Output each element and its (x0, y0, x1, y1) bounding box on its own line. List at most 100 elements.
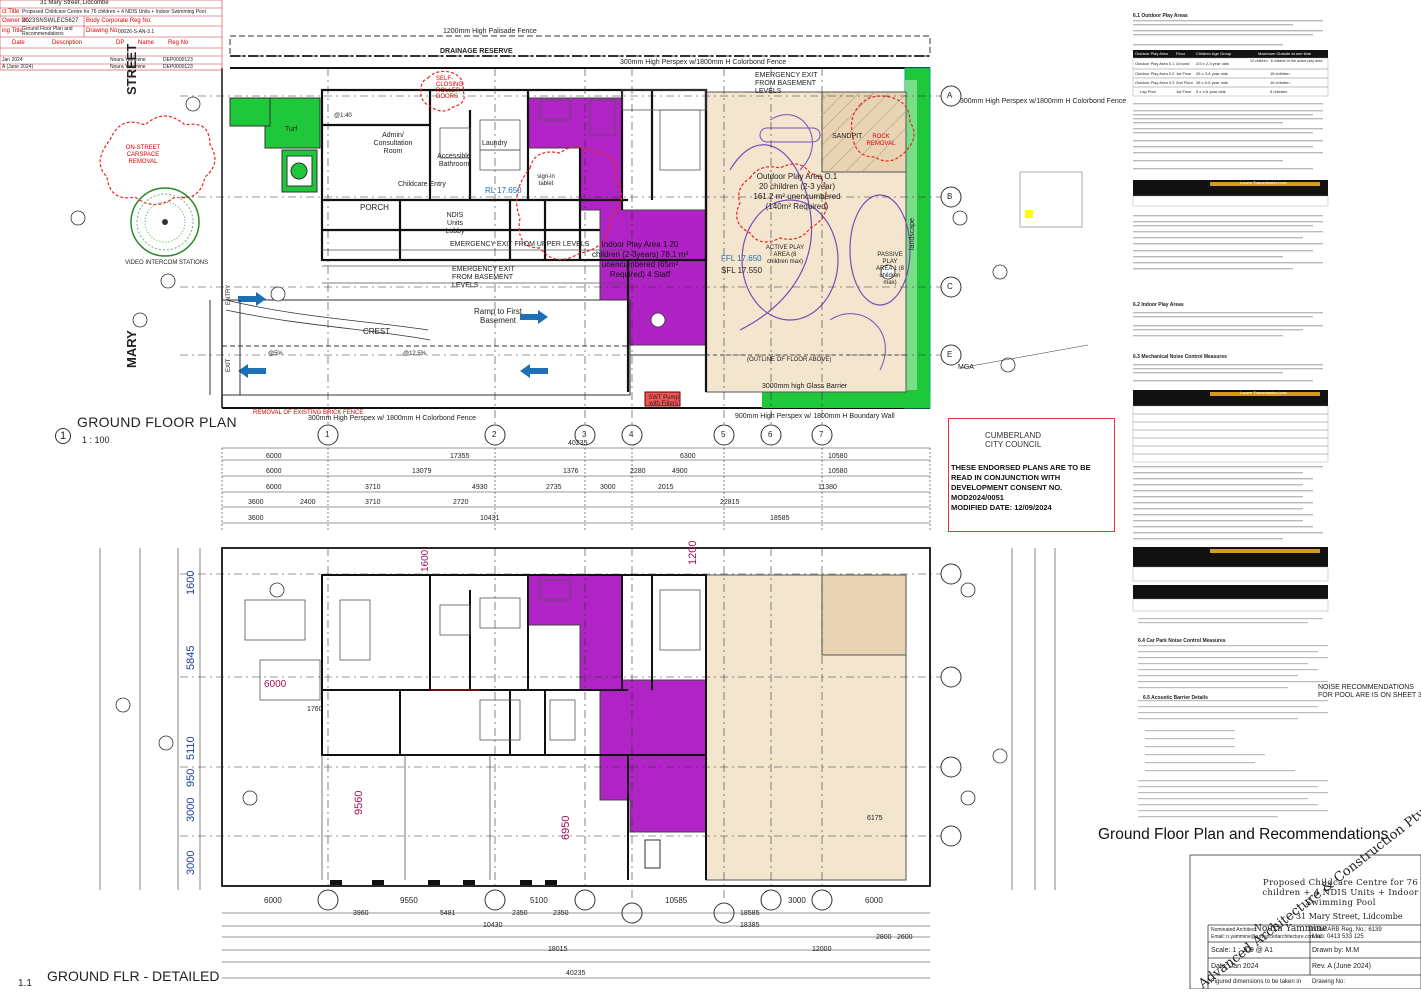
notes-heading-63: 6.3 Mechanical Noise Control Measures (1133, 354, 1227, 360)
dim-r3-14: 11380 (818, 484, 837, 491)
accessible-bathroom-label: Accessible Bathroom (437, 153, 471, 168)
grid-row-b: B (947, 192, 953, 201)
slope-label-1: @1:40 (334, 113, 352, 119)
detail-annotation-9560: 9560 (353, 790, 365, 815)
left-dim-4: 950 (185, 768, 197, 787)
plan-1-scale: 1 : 100 (82, 435, 110, 445)
left-dim-3: 5110 (185, 736, 197, 760)
indoor-play-label: Indoor Play Area 1 20 children (2-3years… (591, 240, 689, 279)
bottom-dim2-3: 5481 (440, 910, 456, 917)
bottom-dim3-3: 2800 (876, 934, 892, 941)
legend-label-2: Louvre Transmission Loss (1240, 390, 1287, 395)
rev-row-2-date: A (June 2024) (2, 64, 34, 70)
plan-1-title: GROUND FLOOR PLAN (77, 414, 237, 430)
left-dim-6: 3000 (185, 850, 197, 875)
grid-col-3: 3 (582, 430, 587, 439)
childcare-entry-label: Childcare Entry (398, 181, 446, 188)
table1-r3-c2: 2nd Floor (1176, 80, 1193, 85)
left-dim-1: 1600 (185, 570, 197, 595)
video-intercom-label: VIDEO INTERCOM STATIONS (125, 260, 209, 266)
figured-dimensions-note: Figured dimensions to be taken in (1211, 979, 1302, 985)
active-play-label: ACTIVE PLAY AREA (8 children max) (765, 245, 805, 265)
dim-r5-9: 10431 (480, 515, 500, 522)
drainage-reserve-band (229, 35, 931, 57)
table1-h3: Children Age Group (1196, 51, 1232, 56)
council-stamp: CUMBERLAND CITY COUNCIL THESE ENDORSED P… (948, 418, 1115, 532)
table1-r4-c1: Lap Pool (1140, 89, 1156, 94)
drawing-title-value: Ground Floor Plan and Recommendations (22, 26, 73, 37)
bottom-dim-1: 6000 (264, 896, 282, 905)
project-name: Proposed Childcare Centre for 76 childre… (1262, 878, 1419, 908)
porch-label: PORCH (360, 203, 389, 212)
perspex-right-label: 300mm High Perspex w/1800mm H Colorbond … (960, 98, 1127, 105)
drawn-by: Drawn by: M.M (1312, 947, 1360, 954)
mary-label: MARY (124, 330, 139, 368)
on-street-parking-label: ON-STREET CARSPACE REMOVAL (125, 145, 161, 165)
ramp-label: Ramp to First Basement (473, 307, 522, 325)
rev-row-1-reg: DEP0000123 (163, 57, 193, 63)
col-reg: Reg No (168, 40, 189, 46)
owner-value: 2023SNSWLEC5627 (22, 18, 79, 24)
grid-col-1: 1 (325, 430, 330, 439)
table1-r4-c3: 5 x 4-6 year olds (1196, 89, 1226, 94)
dim-r1-3: 6300 (680, 453, 696, 460)
bottom-overall-1: 18015 (548, 946, 568, 953)
self-closing-label: SELF-CLOSING ROLLER DOORS (436, 76, 464, 100)
emergency-exit-basement-2: EMERGENCY EXIT FROM BASEMENT LEVELS (452, 266, 515, 289)
drawing-title-label: ing Title (2, 28, 23, 34)
bottom-dim-5: 3000 (788, 896, 806, 905)
detail-annotation-1760: 1760 (307, 706, 323, 713)
table1-r2-c1: Outdoor Play Area 0.2 (1135, 71, 1175, 76)
table1-r3-c1: Outdoor Play Area 0.3 (1135, 80, 1175, 85)
project-title-label: ct Title (2, 9, 20, 15)
dim-r3-11: 3000 (600, 484, 616, 491)
pool-noise-note: NOISE RECOMMENDATIONS FOR POOL ARE IS ON… (1318, 684, 1421, 699)
dim-r1-4: 10580 (828, 453, 848, 460)
sign-in-label: sign-in tablet (537, 174, 555, 187)
bottom-dim3-4: 2600 (897, 934, 913, 941)
project-address: 31 Mary Street, Lidcombe (1296, 912, 1403, 921)
dim-r5-1: 3600 (248, 515, 264, 522)
dim-r3-7: 4930 (472, 484, 488, 491)
bottom-dim-4: 10585 (665, 896, 688, 905)
dim-r3-9: 2735 (546, 484, 562, 491)
notes-table-1 (1132, 50, 1329, 97)
architect-label: Nominated Architect: (1211, 927, 1258, 933)
plan-2-number: 1.1 (18, 978, 32, 989)
dim-r4-1: 3600 (248, 499, 264, 506)
drawing-date: Date: Jan 2024 (1211, 963, 1259, 970)
table1-h1: Outdoor Play Area (1135, 51, 1168, 56)
bottom-overall-3: 40235 (566, 970, 586, 977)
brick-removal-label: REMOVAL OF EXISTING BRICK FENCE (253, 410, 364, 416)
stamp-text: THESE ENDORSED PLANS ARE TO BE READ IN C… (951, 463, 1091, 502)
grid-col-4: 4 (629, 430, 634, 439)
table1-r2-c4: 16 children (1270, 71, 1290, 76)
notes-heading-62: 6.2 Indoor Play Areas (1133, 302, 1184, 308)
notes-heading-61: 6.1 Outdoor Play Areas (1133, 13, 1188, 19)
rev-row-2-name: Noura Yammine (110, 64, 146, 70)
detail-annotation-1200: 1200 (687, 540, 699, 565)
glass-barrier-label: 3000mm high Glass Barrier (762, 383, 848, 390)
bottom-dim-2: 9550 (400, 896, 418, 905)
left-dim-2: 5845 (185, 645, 197, 670)
perspex-bottom-right-label: 900mm High Perspex w/ 1800mm H Boundary … (735, 413, 895, 420)
table1-r1-c4: 14 children - 6 children in the active p… (1250, 59, 1323, 63)
legend-label-1: Louvre Transmission Loss (1240, 180, 1287, 185)
bottom-dim3-2: 18385 (740, 922, 760, 929)
table1-r2-c2: 1st Floor (1176, 71, 1192, 76)
dim-r2-3: 1376 (563, 468, 579, 475)
dim-r5-10: 18585 (770, 515, 790, 522)
dim-r1-1: 6000 (266, 453, 282, 460)
dim-r3-1: 6000 (266, 484, 282, 491)
dim-r4-12: 22815 (720, 499, 740, 506)
slope-label-3: @12.5% (403, 351, 427, 357)
landscape-strip-bottom (762, 392, 930, 408)
emergency-exit-upper: EMERGENCY EXIT FROM UPPER LEVELS (450, 241, 590, 248)
col-description: Description (52, 40, 83, 46)
detail-annotation-6000: 6000 (264, 679, 287, 690)
bottom-dim2-5: 2350 (512, 910, 528, 917)
building-walls (320, 88, 708, 392)
dim-r4-4: 3710 (365, 499, 381, 506)
notes-table-2 (1132, 180, 1329, 207)
plan-1-number: 1 (55, 428, 71, 444)
